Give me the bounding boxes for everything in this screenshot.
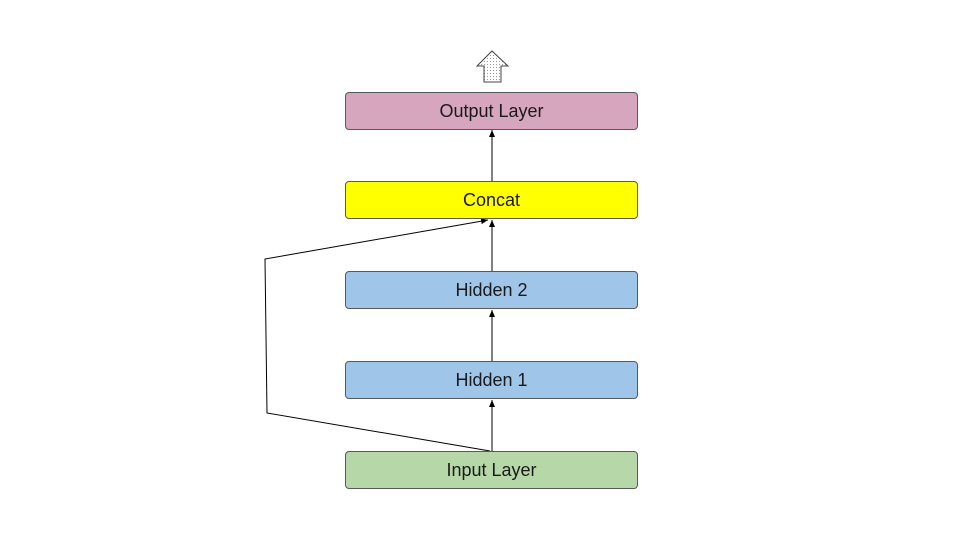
input-layer-node: Input Layer bbox=[345, 451, 638, 489]
hidden-2-label: Hidden 2 bbox=[455, 279, 528, 300]
hidden-2-node: Hidden 2 bbox=[345, 271, 638, 309]
output-layer-label: Output Layer bbox=[439, 100, 544, 121]
hidden-1-label: Hidden 1 bbox=[455, 369, 528, 390]
hidden-1-node: Hidden 1 bbox=[345, 361, 638, 399]
output-layer-node: Output Layer bbox=[345, 92, 638, 130]
output-arrow-icon bbox=[475, 50, 510, 83]
concat-node: Concat bbox=[345, 181, 638, 219]
concat-label: Concat bbox=[462, 189, 521, 210]
edge-skip-input-to-concat bbox=[264, 218, 491, 452]
input-layer-label: Input Layer bbox=[446, 459, 537, 480]
